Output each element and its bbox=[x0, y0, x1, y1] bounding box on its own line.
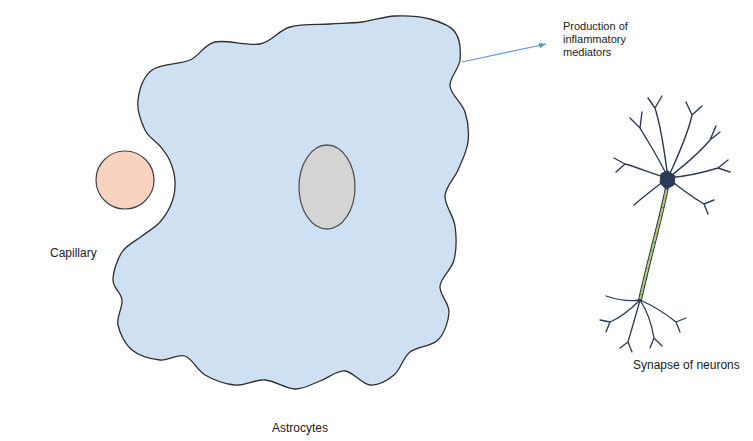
capillary-circle: Capillary bbox=[95, 150, 155, 210]
process-note: Production of inflammatory mediators bbox=[563, 20, 645, 60]
cell-outline bbox=[105, 5, 495, 395]
capillary-label: Capillary bbox=[50, 246, 97, 260]
astrocyte-cell: Astrocytes bbox=[105, 5, 495, 441]
leader-arrow bbox=[462, 44, 546, 62]
cell-label: Astrocytes bbox=[105, 421, 495, 435]
neuron-label: Synapse of neurons bbox=[633, 358, 740, 372]
neuron-drawing bbox=[600, 96, 730, 352]
capillary-outline bbox=[95, 150, 155, 210]
nucleus bbox=[299, 145, 355, 229]
